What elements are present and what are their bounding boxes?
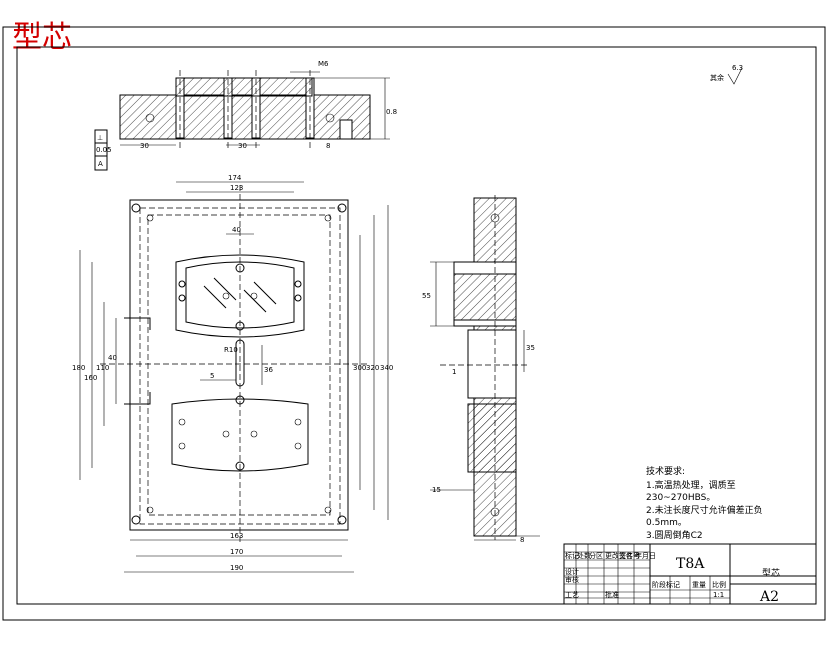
tech-req-item-1: 1.高温热处理，调质至 — [646, 479, 736, 491]
side-dim-3: 1 — [452, 368, 456, 376]
top-dim-1: 30 — [140, 142, 149, 150]
tb-row-count: 处数 — [577, 551, 591, 560]
dim-right-h2: 320 — [366, 364, 379, 372]
top-dim-m6: M6 — [318, 60, 329, 68]
dim-bottom-width-2: 170 — [230, 548, 243, 556]
title-block-scale: 1:1 — [713, 591, 724, 599]
dim-left-h2: 160 — [84, 374, 97, 382]
dim-right-h3: 340 — [380, 364, 393, 372]
tb-row-approve: 批准 — [605, 590, 619, 599]
dim-top-width-2: 123 — [230, 184, 243, 192]
dim-center-r: R10 — [224, 346, 238, 354]
top-dim-3: 8 — [326, 142, 330, 150]
dim-bottom-width-3: 190 — [230, 564, 243, 572]
title-block — [563, 543, 817, 605]
surface-finish-icon — [727, 67, 743, 85]
dim-right-h1: 300 — [353, 364, 366, 372]
tb-row-process: 工艺 — [565, 591, 579, 599]
side-dim-5: 8 — [520, 536, 524, 544]
tb-row-sign: 签名 — [619, 551, 633, 560]
tech-req-heading: 技术要求: — [646, 465, 685, 477]
title-block-col-stage: 阶段标记 — [652, 580, 680, 589]
tech-req-item-4: 0.5mm。 — [646, 518, 687, 528]
top-section-view — [119, 70, 390, 150]
dim-left-h4: 40 — [108, 354, 117, 362]
main-plan-view — [79, 181, 389, 573]
tb-row-mark: 标记 — [565, 551, 579, 560]
tb-row-design: 设计 — [565, 567, 579, 576]
drawing-big-title: 型芯 — [12, 20, 72, 55]
dim-center-h: 36 — [264, 366, 273, 374]
dim-left-h3: 110 — [96, 364, 109, 372]
tb-row-date: 年月日 — [635, 551, 656, 560]
side-dim-1: 55 — [422, 292, 431, 300]
dim-inner-width: 40 — [232, 226, 241, 234]
tb-row-zone: 分区 — [589, 551, 603, 560]
tb-row-doc: 更改文件号 — [605, 551, 640, 560]
side-dim-4: 15 — [432, 486, 441, 494]
title-block-col-scale: 比例 — [712, 580, 726, 589]
surface-finish-value: 6.3 — [732, 64, 743, 72]
tolerance-datum: A — [98, 160, 103, 168]
tech-req-item-2: 230~270HBS。 — [646, 493, 715, 503]
dim-center-w: 5 — [210, 372, 214, 380]
dim-left-h1: 180 — [72, 364, 85, 372]
top-dim-height: 0.8 — [386, 108, 397, 116]
tolerance-frame — [94, 129, 108, 171]
tech-req-item-3: 2.未注长度尺寸允许偏差正负 — [646, 504, 763, 516]
inner-border — [16, 46, 817, 605]
tb-row-review: 审核 — [565, 575, 579, 584]
tolerance-value: 0.05 — [96, 146, 112, 154]
dim-bottom-width-1: 163 — [230, 532, 243, 540]
title-block-sheet-size: A2 — [759, 589, 779, 605]
title-block-material: T8A — [676, 556, 705, 572]
title-block-drawing-name: 型芯 — [762, 567, 780, 579]
title-block-col-weight: 重量 — [692, 581, 706, 589]
tolerance-symbol: ⊥ — [97, 134, 103, 142]
top-dim-2: 30 — [238, 142, 247, 150]
outer-border — [2, 26, 826, 621]
tech-req-item-5: 3.圆周倒角C2 — [646, 529, 703, 541]
dim-top-width-1: 174 — [228, 174, 242, 182]
side-section-view — [430, 195, 540, 541]
side-dim-2: 35 — [526, 344, 535, 352]
surface-finish-label: 其余 — [710, 73, 724, 82]
